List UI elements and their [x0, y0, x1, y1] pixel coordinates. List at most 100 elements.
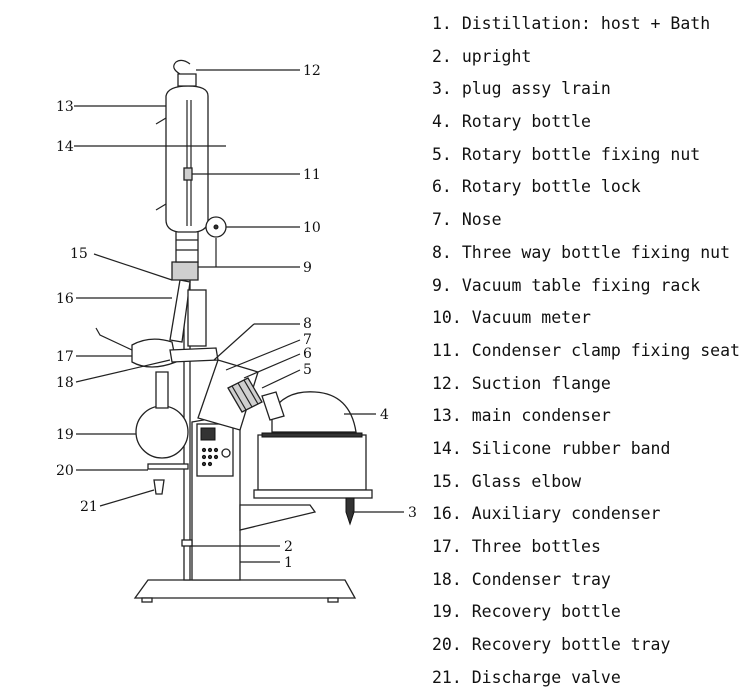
legend-label: Auxiliary condenser: [471, 504, 661, 524]
legend-label: Silicone rubber band: [471, 438, 671, 458]
legend-item: 13. main condenser: [432, 402, 750, 435]
legend-number: 15.: [432, 471, 462, 491]
suction-hook: [173, 59, 191, 75]
callout-13: 13: [56, 99, 74, 115]
bath-base: [253, 489, 373, 499]
callout-8: 8: [303, 316, 312, 332]
legend-item: 1. Distillation: host + Bath: [432, 10, 750, 43]
callout-3: 3: [408, 505, 417, 521]
legend-label: Vacuum table fixing rack: [461, 275, 701, 295]
legend-item: 20. Recovery bottle tray: [432, 631, 750, 664]
legend-number: 18.: [432, 569, 462, 589]
legend-item: 18. Condenser tray: [432, 566, 750, 599]
legend-label: plug assy lrain: [461, 79, 611, 99]
callout-17: 17: [56, 349, 74, 365]
auxiliary-condenser: [187, 289, 207, 347]
legend-label: Distillation: host + Bath: [461, 14, 711, 33]
heating-bath: [257, 434, 367, 491]
callout-20: 20: [56, 463, 74, 479]
panel-buttons: [201, 447, 231, 467]
legend-number: 7.: [432, 210, 452, 230]
legend-item: 10. Vacuum meter: [432, 304, 750, 337]
legend-item: 17. Three bottles: [432, 533, 750, 566]
column-clamp: [181, 539, 193, 547]
callout-2: 2: [284, 539, 293, 555]
legend-item: 12. Suction flange: [432, 370, 750, 403]
legend-item: 15. Glass elbow: [432, 468, 750, 501]
legend-item: 2. upright: [432, 43, 750, 76]
vapour-tube: [169, 279, 191, 343]
legend-number: 8.: [432, 242, 452, 262]
rotary-evaporator-diagram: 1 2 3 4 5 6 7 8 9 10 11 12 13 14 15 16 1…: [56, 59, 417, 603]
base-foot-right: [327, 597, 339, 603]
legend-number: 3.: [432, 79, 452, 99]
recovery-bottle-tray: [147, 463, 189, 470]
legend-number: 2.: [432, 46, 452, 66]
legend-number: 1.: [432, 14, 452, 33]
callout-18: 18: [56, 375, 74, 391]
legend-label: Three bottles: [471, 537, 601, 556]
callout-16: 16: [56, 291, 74, 307]
bath-rim: [261, 432, 363, 438]
legend-number: 4.: [432, 112, 452, 132]
legend-label: upright: [461, 46, 532, 66]
legend-label: Three way bottle fixing nut: [461, 242, 731, 262]
condenser-port-lower: [155, 203, 167, 211]
legend-label: Condenser tray: [471, 569, 611, 589]
legend-number: 5.: [432, 144, 452, 164]
recovery-bottle-neck: [155, 371, 169, 409]
legend-item: 11. Condenser clamp fixing seat: [432, 337, 750, 370]
legend-item: 19. Recovery bottle: [432, 598, 750, 631]
callout-5: 5: [303, 362, 312, 378]
glass-elbow: [171, 261, 199, 281]
callout-14: 14: [56, 139, 74, 155]
callout-10: 10: [303, 220, 321, 236]
legend-label: Suction flange: [471, 373, 611, 393]
legend-number: 16.: [432, 504, 462, 524]
legend-label: Rotary bottle lock: [461, 177, 641, 197]
base-plate: [133, 579, 357, 599]
legend-item: 14. Silicone rubber band: [432, 435, 750, 468]
callout-21: 21: [80, 499, 98, 515]
three-way-bottle: [131, 338, 177, 368]
vacuum-meter-face: [213, 224, 219, 230]
legend-item: 6. Rotary bottle lock: [432, 173, 750, 206]
legend-item: 4. Rotary bottle: [432, 108, 750, 141]
callout-19: 19: [56, 427, 74, 443]
callout-7: 7: [303, 332, 312, 348]
legend-number: 21.: [432, 667, 462, 687]
condenser-joint: [175, 229, 199, 263]
legend-number: 20.: [432, 635, 462, 655]
legend-item: 16. Auxiliary condenser: [432, 500, 750, 533]
recovery-bottle: [135, 405, 189, 459]
legend-label: Nose: [461, 210, 502, 230]
legend-number: 9.: [432, 275, 452, 295]
legend-number: 19.: [432, 602, 462, 622]
legend-label: Recovery bottle tray: [471, 635, 671, 655]
callout-1: 1: [284, 555, 293, 571]
legend-item: 7. Nose: [432, 206, 750, 239]
legend-number: 11.: [432, 340, 462, 360]
legend-item: 3. plug assy lrain: [432, 75, 750, 108]
condenser-port-upper: [155, 117, 167, 125]
discharge-valve: [153, 479, 165, 495]
legend-number: 12.: [432, 373, 462, 393]
base-foot-left: [141, 597, 153, 603]
rotary-bottle-neck: [261, 391, 285, 421]
legend-label: Rotary bottle fixing nut: [461, 144, 701, 164]
legend-number: 17.: [432, 537, 462, 556]
legend-label: Recovery bottle: [471, 602, 621, 622]
display-screen: [200, 427, 216, 441]
callout-4: 4: [380, 407, 389, 423]
legend-item: 21. Discharge valve: [432, 664, 750, 697]
legend-label: Glass elbow: [471, 471, 582, 491]
side-inlet: [95, 327, 133, 351]
legend-number: 10.: [432, 308, 462, 328]
lift-arm: [239, 504, 317, 531]
rotary-bottle: [271, 391, 357, 433]
legend-item: 5. Rotary bottle fixing nut: [432, 141, 750, 174]
condenser-tray: [169, 347, 219, 363]
legend-number: 6.: [432, 177, 452, 197]
clamp-seat: [183, 167, 193, 181]
legend-number: 13.: [432, 406, 462, 426]
